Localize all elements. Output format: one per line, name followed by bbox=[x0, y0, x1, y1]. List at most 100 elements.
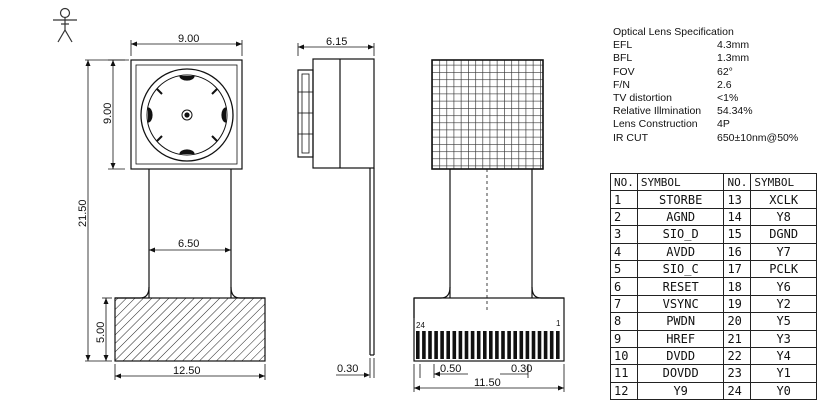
pin-number: 15 bbox=[723, 225, 752, 244]
pin-contact bbox=[476, 331, 481, 359]
spec-value: <1% bbox=[717, 92, 739, 105]
pin-pitch-label: 0.50 bbox=[440, 363, 461, 375]
pin-24-label: 24 bbox=[416, 321, 425, 330]
pin-symbol: DGND bbox=[750, 225, 817, 244]
pin-gap-label: 0.30 bbox=[511, 363, 532, 375]
side-view bbox=[297, 43, 375, 378]
pin-contact bbox=[470, 331, 475, 359]
pin-1-label: 1 bbox=[556, 319, 561, 328]
pin-number: 6 bbox=[610, 277, 638, 296]
pin-symbol: PWDN bbox=[636, 312, 725, 331]
spec-row: Lens Construction 4P bbox=[613, 118, 798, 131]
pin-contact bbox=[483, 331, 487, 359]
spec-key: FOV bbox=[613, 65, 635, 78]
pin-contacts bbox=[416, 331, 560, 359]
pin-contact bbox=[464, 331, 469, 359]
pin-symbol: PCLK bbox=[750, 259, 817, 279]
spec-key: EFL bbox=[613, 39, 633, 52]
pin-contact bbox=[416, 331, 420, 359]
spec-value: 4P bbox=[717, 118, 730, 131]
spec-row: EFL 4.3mm bbox=[613, 39, 798, 52]
pin-number: 9 bbox=[610, 329, 638, 348]
pin-symbol: Y1 bbox=[750, 364, 817, 383]
pin-number: 5 bbox=[610, 259, 638, 279]
spec-value: 2.6 bbox=[717, 78, 732, 91]
stick-figure-logo bbox=[53, 7, 77, 43]
header-symbol: SYMBOL bbox=[636, 172, 725, 192]
pin-number: 13 bbox=[723, 190, 752, 209]
side-thickness-label: 0.30 bbox=[337, 363, 358, 375]
connector-width-label: 12.50 bbox=[173, 365, 201, 377]
pin-number: 11 bbox=[610, 364, 638, 383]
pin-table-header: NO. SYMBOL NO. SYMBOL bbox=[610, 172, 817, 192]
front-width-label: 9.00 bbox=[178, 33, 199, 45]
pin-symbol: Y5 bbox=[750, 312, 817, 331]
pin-contact bbox=[519, 331, 524, 359]
pin-contact bbox=[543, 331, 548, 359]
pin-symbol: RESET bbox=[636, 277, 725, 296]
pin-contact bbox=[537, 331, 542, 359]
spec-value: 650±10nm@50% bbox=[717, 131, 799, 144]
side-lens bbox=[297, 69, 314, 158]
pin-symbol: Y2 bbox=[750, 294, 817, 314]
pin-number: 20 bbox=[723, 312, 752, 331]
spec-key: F/N bbox=[613, 78, 630, 91]
pin-symbol: DOVDD bbox=[636, 364, 725, 383]
pin-contact bbox=[501, 331, 505, 359]
front-height-label: 9.00 bbox=[102, 103, 114, 124]
pin-contact bbox=[525, 331, 530, 359]
spec-value: 1.3mm bbox=[717, 52, 750, 65]
spec-key: IR CUT bbox=[613, 131, 648, 144]
spec-key: BFL bbox=[613, 52, 633, 65]
flex-width-label: 6.50 bbox=[178, 238, 199, 250]
spec-key: Lens Construction bbox=[613, 118, 698, 131]
pin-symbol: AVDD bbox=[636, 242, 725, 261]
pin-contact bbox=[434, 331, 438, 359]
side-depth-label: 6.15 bbox=[326, 36, 347, 48]
spec-title: Optical Lens Specification bbox=[613, 26, 734, 38]
front-view bbox=[85, 40, 266, 380]
pin-number: 19 bbox=[723, 294, 752, 314]
pin-contact bbox=[422, 331, 426, 359]
back-view-dims bbox=[413, 364, 565, 392]
spec-value: 54.34% bbox=[717, 105, 753, 118]
pin-number: 10 bbox=[610, 346, 638, 366]
pin-symbol: Y7 bbox=[750, 242, 817, 261]
pin-symbol: AGND bbox=[636, 207, 725, 227]
spec-value: 4.3mm bbox=[717, 39, 750, 52]
pin-number: 1 bbox=[610, 190, 638, 209]
pin-number: 14 bbox=[723, 207, 752, 227]
spec-row: Relative Illmination 54.34% bbox=[613, 105, 798, 118]
spec-row: F/N 2.6 bbox=[613, 79, 798, 92]
pin-number: 21 bbox=[723, 329, 752, 348]
pin-contact bbox=[489, 331, 493, 359]
pin-symbol: SIO_C bbox=[636, 259, 725, 279]
pin-contact bbox=[549, 331, 554, 359]
back-connector bbox=[413, 297, 565, 362]
spec-key: Relative Illmination bbox=[613, 105, 702, 118]
pin-number: 2 bbox=[610, 207, 638, 227]
pin-symbol: Y0 bbox=[750, 381, 817, 401]
pin-number: 24 bbox=[723, 381, 752, 401]
pin-contact bbox=[446, 331, 450, 359]
pin-contact bbox=[556, 331, 560, 359]
pin-number: 18 bbox=[723, 277, 752, 296]
pin-contact bbox=[507, 331, 511, 359]
connector-height-label: 5.00 bbox=[95, 322, 107, 343]
pin-contact bbox=[452, 331, 457, 359]
pin-symbol: SIO_D bbox=[636, 225, 725, 244]
lens-outer-ring bbox=[140, 68, 234, 162]
pin-symbol: Y3 bbox=[750, 329, 817, 348]
pin-contact bbox=[458, 331, 463, 359]
spec-row: IR CUT 650±10nm@50% bbox=[613, 132, 798, 145]
